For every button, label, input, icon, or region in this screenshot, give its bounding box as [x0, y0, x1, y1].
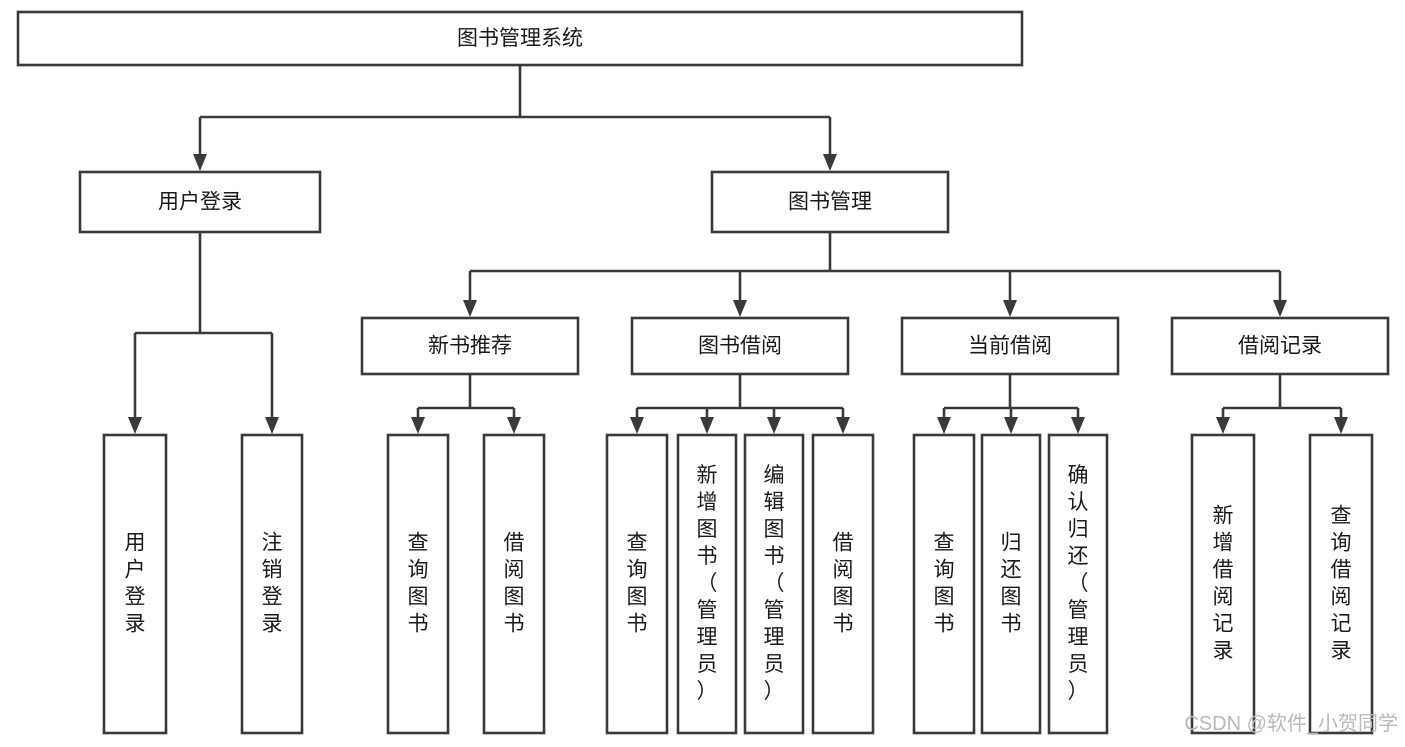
- node-leaf-return-book[interactable]: 归还图书: [980, 433, 1042, 735]
- node-leaf-add-book[interactable]: 新增图书（管理员）: [676, 433, 738, 735]
- csdn-watermark: CSDN @软件_小贺同学: [1184, 712, 1398, 735]
- arrow-head-icon: [700, 417, 714, 434]
- node-book-manage[interactable]: 图书管理: [710, 170, 950, 234]
- node-label-leaf-logout: 注销登录: [262, 531, 283, 635]
- arrow-head-icon: [1216, 417, 1230, 434]
- nodes-layer: 图书管理系统用户登录图书管理新书推荐图书借阅当前借阅借阅记录用户登录注销登录查询…: [16, 10, 1390, 735]
- node-label-leaf-add-book: 新增图书（管理员）: [697, 464, 718, 703]
- arrow-head-icon: [411, 417, 425, 434]
- arrow-head-icon: [507, 417, 521, 434]
- arrow-head-icon: [265, 417, 279, 434]
- connector-group-bus-book-manage: [463, 232, 1287, 317]
- node-book-borrow[interactable]: 图书借阅: [630, 316, 850, 376]
- node-box-leaf-edit-book[interactable]: [743, 433, 805, 735]
- arrow-head-icon: [1071, 417, 1085, 434]
- node-leaf-logout[interactable]: 注销登录: [240, 433, 304, 735]
- node-box-borrow-record[interactable]: [1170, 316, 1390, 376]
- node-box-leaf-logout[interactable]: [240, 433, 304, 735]
- arrow-head-icon: [128, 417, 142, 434]
- node-label-new-book-recommend: 新书推荐: [428, 335, 512, 358]
- node-label-leaf-query-borrow-record: 查询借阅记录: [1331, 504, 1352, 662]
- connector-group-bus-current-borrow: [937, 374, 1085, 434]
- node-label-leaf-add-borrow-record: 新增借阅记录: [1213, 504, 1234, 662]
- node-label-current-borrow: 当前借阅: [968, 335, 1052, 358]
- node-box-leaf-query-borrow-record[interactable]: [1308, 433, 1374, 735]
- node-label-user-login: 用户登录: [158, 191, 242, 214]
- node-label-leaf-query-book-current: 查询图书: [934, 531, 955, 635]
- node-leaf-borrow-book[interactable]: 借阅图书: [811, 433, 875, 735]
- node-new-book-recommend[interactable]: 新书推荐: [360, 316, 580, 376]
- node-label-leaf-return-book: 归还图书: [1001, 531, 1022, 635]
- node-leaf-confirm-return[interactable]: 确认归还（管理员）: [1047, 433, 1109, 735]
- node-label-borrow-record: 借阅记录: [1238, 335, 1322, 358]
- arrow-head-icon: [1003, 300, 1017, 317]
- node-leaf-query-book-borrow[interactable]: 查询图书: [605, 433, 669, 735]
- node-box-user-login[interactable]: [78, 170, 322, 234]
- node-leaf-query-book-current[interactable]: 查询图书: [912, 433, 976, 735]
- node-label-leaf-user-login: 用户登录: [125, 531, 146, 635]
- node-borrow-record[interactable]: 借阅记录: [1170, 316, 1390, 376]
- arrow-head-icon: [1334, 417, 1348, 434]
- arrow-head-icon: [193, 154, 207, 171]
- node-box-book-borrow[interactable]: [630, 316, 850, 376]
- node-leaf-query-borrow-record[interactable]: 查询借阅记录: [1308, 433, 1374, 735]
- node-label-leaf-borrow-book: 借阅图书: [833, 531, 854, 635]
- node-leaf-add-borrow-record[interactable]: 新增借阅记录: [1190, 433, 1256, 735]
- node-box-leaf-user-login[interactable]: [102, 433, 168, 735]
- node-box-leaf-query-book-current[interactable]: [912, 433, 976, 735]
- node-label-leaf-borrow-book-recommend: 借阅图书: [504, 531, 525, 635]
- node-box-leaf-query-book-borrow[interactable]: [605, 433, 669, 735]
- arrow-head-icon: [937, 417, 951, 434]
- node-leaf-edit-book[interactable]: 编辑图书（管理员）: [743, 433, 805, 735]
- node-leaf-borrow-book-recommend[interactable]: 借阅图书: [482, 433, 546, 735]
- node-box-new-book-recommend[interactable]: [360, 316, 580, 376]
- node-root[interactable]: 图书管理系统: [16, 10, 1024, 67]
- node-box-leaf-confirm-return[interactable]: [1047, 433, 1109, 735]
- node-box-leaf-query-book-recommend[interactable]: [386, 433, 450, 735]
- node-box-leaf-add-borrow-record[interactable]: [1190, 433, 1256, 735]
- node-label-leaf-query-book-borrow: 查询图书: [627, 531, 648, 635]
- node-leaf-query-book-recommend[interactable]: 查询图书: [386, 433, 450, 735]
- arrow-head-icon: [767, 417, 781, 434]
- node-box-leaf-borrow-book[interactable]: [811, 433, 875, 735]
- arrow-head-icon: [733, 300, 747, 317]
- node-box-leaf-add-book[interactable]: [676, 433, 738, 735]
- connector-group-bus-book-borrow: [630, 374, 850, 434]
- node-label-book-manage: 图书管理: [788, 191, 872, 214]
- node-label-book-borrow: 图书借阅: [698, 335, 782, 358]
- connector-group-bus-new-book: [411, 374, 521, 434]
- node-label-leaf-edit-book: 编辑图书（管理员）: [764, 464, 785, 703]
- connectors-layer: [128, 65, 1348, 434]
- connector-group-bus-borrow-record: [1216, 374, 1348, 434]
- node-box-root[interactable]: [16, 10, 1024, 67]
- arrow-head-icon: [836, 417, 850, 434]
- node-label-root: 图书管理系统: [457, 27, 583, 50]
- node-box-leaf-borrow-book-recommend[interactable]: [482, 433, 546, 735]
- node-leaf-user-login[interactable]: 用户登录: [102, 433, 168, 735]
- arrow-head-icon: [630, 417, 644, 434]
- connector-group-bus-user-login: [128, 232, 279, 434]
- node-box-leaf-return-book[interactable]: [980, 433, 1042, 735]
- arrow-head-icon: [823, 154, 837, 171]
- node-user-login[interactable]: 用户登录: [78, 170, 322, 234]
- arrow-head-icon: [463, 300, 477, 317]
- node-box-current-borrow[interactable]: [900, 316, 1120, 376]
- node-label-leaf-query-book-recommend: 查询图书: [408, 531, 429, 635]
- node-box-book-manage[interactable]: [710, 170, 950, 234]
- node-label-leaf-confirm-return: 确认归还（管理员）: [1068, 464, 1089, 703]
- connector-group-bus-root: [193, 65, 837, 171]
- arrow-head-icon: [1273, 300, 1287, 317]
- arrow-head-icon: [1004, 417, 1018, 434]
- node-current-borrow[interactable]: 当前借阅: [900, 316, 1120, 376]
